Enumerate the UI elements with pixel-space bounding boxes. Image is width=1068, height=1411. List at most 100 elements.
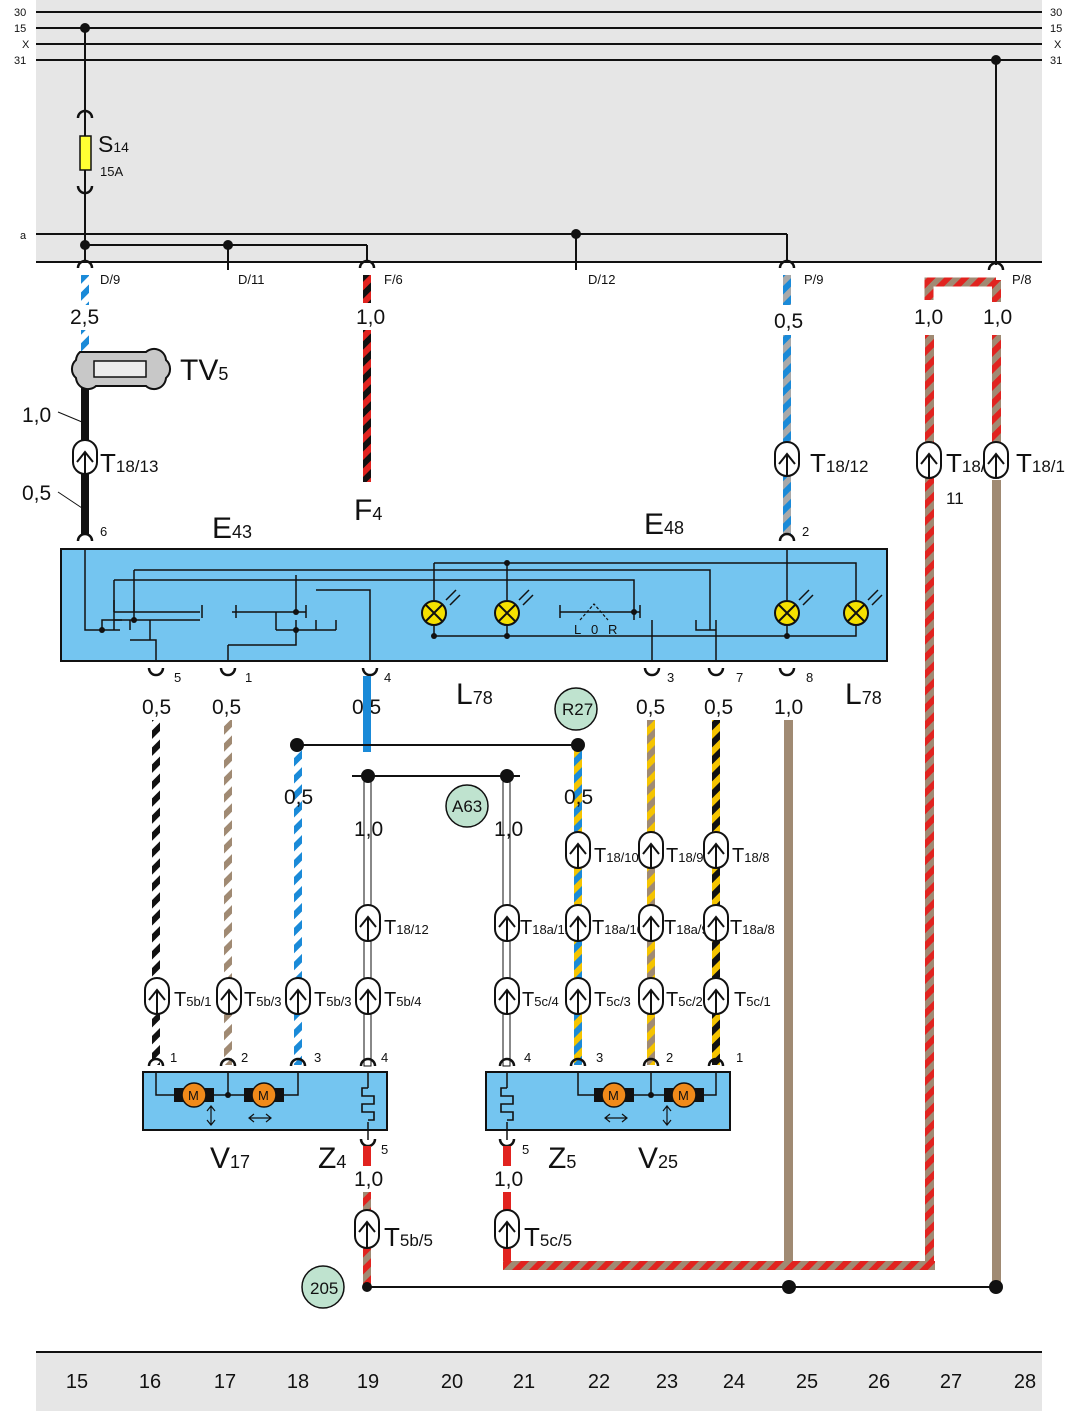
terminal-w3 [569,1057,587,1067]
module-junctions [99,560,790,639]
arrow-updown-right-icon [662,1105,672,1126]
label-c5b-1: T5b/1 [174,989,212,1011]
leader-1-0 [57,411,83,423]
pin-w3: 3 [596,1050,603,1065]
label-c18-9: T18/9 [666,845,704,867]
rail-label-right-x: X [1054,39,1062,51]
label-c5c-4: T5c/4 [522,989,559,1011]
wire-25-top [783,275,791,305]
pin-w5: 5 [522,1142,529,1157]
fuse-label: S14 [98,131,129,157]
column-number: 24 [723,1371,745,1393]
terminal-e3 [643,667,661,677]
pin-e3: 3 [667,670,674,685]
connector-c5c-5 [494,1209,520,1249]
gauge-17: 0,5 [212,696,241,719]
column-number: 16 [139,1371,161,1393]
gauge-16: 0,5 [142,696,171,719]
label-l78-a: L78 [456,678,493,711]
connector-c18a-9 [638,904,664,942]
label-e48: E48 [644,508,684,541]
label-c18-8: T18/8 [732,845,770,867]
junction-a63-left [361,769,375,783]
wire-f4-top [363,275,371,303]
gauge-22: 0,5 [564,786,593,809]
terminal-e4 [361,667,379,677]
selector-arc [579,603,609,621]
gauge-23: 0,5 [636,696,665,719]
connector-c18-8 [703,831,729,869]
lamp-1-icon [421,589,461,626]
terminal-v2 [219,1057,237,1067]
gauge-25-top: 0,5 [774,310,803,333]
label-c18-10: T18/10 [594,845,639,867]
connector-tv5 [70,347,172,391]
terminal-w5 [498,1138,516,1148]
pin-e2: 2 [802,524,809,539]
connector-c5c-2 [638,977,664,1015]
wire-28-low [992,480,1001,1285]
rail-label-a: a [20,230,27,242]
pin-e6: 6 [100,524,107,539]
label-c18-12b: T18/12 [384,917,429,939]
connector-c18-10 [565,831,591,869]
wire-21-bottom-red [503,1146,511,1166]
column-number: 27 [940,1371,962,1393]
connector-c5c-4 [494,977,520,1015]
column-number: 20 [441,1371,463,1393]
column-number: 23 [656,1371,678,1393]
pin-e8: 8 [806,670,813,685]
connector-c18a-10 [565,904,591,942]
rail-label-right-30: 30 [1050,7,1062,19]
connector-c5c-1 [703,977,729,1015]
arrow-leftright-left-icon [248,1113,272,1123]
terminal-v4 [359,1057,377,1067]
arrow-updown-left-icon [206,1105,216,1126]
label-t18-1: T18/1 [1016,448,1065,478]
motor-left-1-icon [181,1082,207,1108]
connector-t18-11 [916,441,942,479]
wire-19-bottom-red [363,1146,371,1166]
connector-t18-13 [72,439,98,475]
gauge-18: 0,5 [284,786,313,809]
gauge-28-top: 1,0 [983,306,1012,329]
terminal-v3 [289,1057,307,1067]
terminal-v1 [147,1057,165,1067]
gauge-15-0-5: 0,5 [22,482,51,505]
label-z4: Z4 [318,1142,346,1175]
terminal-v5 [359,1138,377,1148]
pin-w1: 1 [736,1050,743,1065]
column-number: 15 [66,1371,88,1393]
column-strip [36,1352,1042,1411]
terminal-fuse-bottom [76,185,94,195]
switch-module [60,548,888,662]
terminal-fuse-top [76,109,94,119]
connector-t18-1 [983,441,1009,479]
wire-28 [992,335,1001,455]
junction-r27-left [290,738,304,752]
rail-label-left-31: 31 [14,55,26,67]
gauge-27-top: 1,0 [914,306,943,329]
connector-c5c-3 [565,977,591,1015]
terminal-f6 [358,259,376,269]
wire-f4 [363,330,371,482]
junction-ground-25 [782,1280,796,1294]
wire-25 [783,335,791,535]
heater-z5-icon [500,1087,514,1121]
label-t18-12: T18/12 [810,448,868,478]
wire-heater-return [503,1261,935,1270]
module-internal-wiring [84,549,857,660]
label-c5c-5: T5c/5 [524,1222,572,1252]
gauge-21c: 1,0 [494,1168,523,1191]
wire-15-blue [81,275,89,305]
point-d12: D/12 [588,272,615,287]
wire-19-blue [363,676,371,752]
rail-label-right-15: 15 [1050,23,1062,35]
pin-v3: 3 [314,1050,321,1065]
pin-w2: 2 [666,1050,673,1065]
gauge-19b: 1,0 [354,818,383,841]
junction-motor-right [648,1092,654,1098]
motor-left-2-label: M [258,1088,269,1103]
